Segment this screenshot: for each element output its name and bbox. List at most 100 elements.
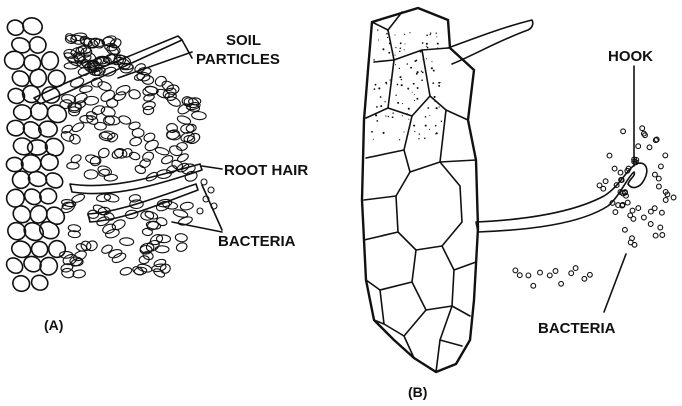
soil-particle (181, 95, 194, 107)
epidermis-cell (39, 50, 60, 72)
stipple-dot (421, 79, 423, 81)
stipple-dot (437, 43, 439, 45)
stipple-dot (423, 59, 424, 60)
stipple-dot (407, 113, 408, 114)
stipple-dot (422, 71, 424, 73)
bacterium (652, 206, 657, 211)
epidermis-cell (40, 154, 58, 171)
stipple-dot (427, 47, 429, 49)
bacterium (582, 276, 587, 281)
bacterium (603, 179, 608, 184)
epidermis-cell (13, 104, 33, 122)
stipple-dot (414, 60, 416, 62)
label-bacteria-b: BACTERIA (538, 320, 616, 337)
stipple-dot (404, 43, 405, 44)
stipple-dot (388, 52, 390, 54)
epidermis-cell (4, 50, 25, 69)
caption-b: (B) (408, 384, 427, 400)
bacterium (597, 183, 602, 188)
soil-particle (161, 79, 175, 92)
bacterium (569, 271, 574, 276)
soil-particle (67, 55, 83, 68)
stipple-dot (388, 116, 389, 117)
stipple-dot (399, 139, 400, 140)
bacterium (538, 270, 543, 275)
stipple-dot (395, 47, 396, 48)
stipple-dot (431, 67, 433, 69)
stipple-dot (427, 107, 429, 109)
soil-particle (94, 122, 106, 130)
stipple-dot (430, 34, 431, 35)
soil-particle (113, 90, 128, 102)
soil-particle (138, 157, 151, 169)
stipple-dot (417, 87, 419, 89)
stipple-dot (385, 82, 387, 84)
stipple-dot (402, 115, 403, 116)
bacterium (647, 145, 652, 150)
bacteria-cluster-b (513, 126, 676, 288)
stipple-dot (377, 29, 378, 30)
soil-particle (175, 241, 188, 252)
bacterium (653, 233, 658, 238)
stipple-dot (438, 106, 439, 107)
bacterium (618, 170, 623, 175)
bacterium (660, 233, 665, 238)
stipple-dot (413, 83, 415, 85)
epidermis-cell (48, 240, 67, 259)
stipple-dot (404, 34, 405, 35)
stipple-dot (435, 125, 437, 127)
soil-particle (176, 114, 191, 125)
stipple-dot (422, 42, 424, 44)
epidermis-cell (44, 102, 69, 126)
stipple-dot (374, 88, 376, 90)
bacterium (588, 272, 593, 277)
stipple-dot (399, 51, 401, 53)
bacterium (671, 195, 676, 200)
stipple-dot (441, 120, 443, 122)
soil-particle (152, 267, 166, 279)
stipple-dot (429, 129, 430, 130)
stipple-dot (387, 30, 389, 32)
stipple-dot (394, 34, 395, 35)
label-bacteria-a: BACTERIA (218, 233, 296, 250)
soil-particle (100, 243, 113, 254)
stipple-dot (395, 64, 396, 65)
soil-particle (84, 170, 98, 179)
stipple-dot (438, 85, 440, 87)
bacterium (659, 164, 664, 169)
bacterium (531, 283, 536, 288)
stipple-dot (417, 71, 419, 73)
epidermis-cell (6, 119, 25, 137)
leader-bacteria-2 (172, 222, 222, 232)
label-soil: SOIL (226, 32, 261, 49)
soil-particle (141, 151, 155, 163)
stipple-dot (378, 39, 379, 40)
bacterium (658, 225, 663, 230)
epidermis-cell (46, 68, 67, 88)
stipple-dot (400, 42, 402, 44)
stipple-dot (385, 115, 386, 116)
stipple-dot (397, 102, 399, 104)
stipple-dot (424, 138, 426, 140)
stipple-dot (433, 70, 435, 72)
stipple-dot (407, 63, 409, 65)
stipple-dot (404, 49, 405, 50)
epidermis-cell (22, 186, 45, 208)
stipple-dot (426, 46, 427, 47)
stipple-dot (383, 132, 385, 134)
bacterium (547, 273, 552, 278)
bacterium (630, 208, 635, 213)
soil-particle (143, 106, 154, 116)
bacterium (628, 213, 633, 218)
soil-particle (107, 99, 118, 108)
epidermis-cell (21, 16, 44, 37)
stipple-dot (380, 96, 382, 98)
soil-particle (191, 111, 206, 120)
soil-particle (129, 194, 141, 203)
root-epidermis-cells (3, 16, 69, 294)
stipple-dot (410, 67, 412, 69)
stipple-dot (392, 116, 394, 118)
leader-root-hair (202, 166, 222, 169)
stipple-dot (409, 32, 410, 33)
